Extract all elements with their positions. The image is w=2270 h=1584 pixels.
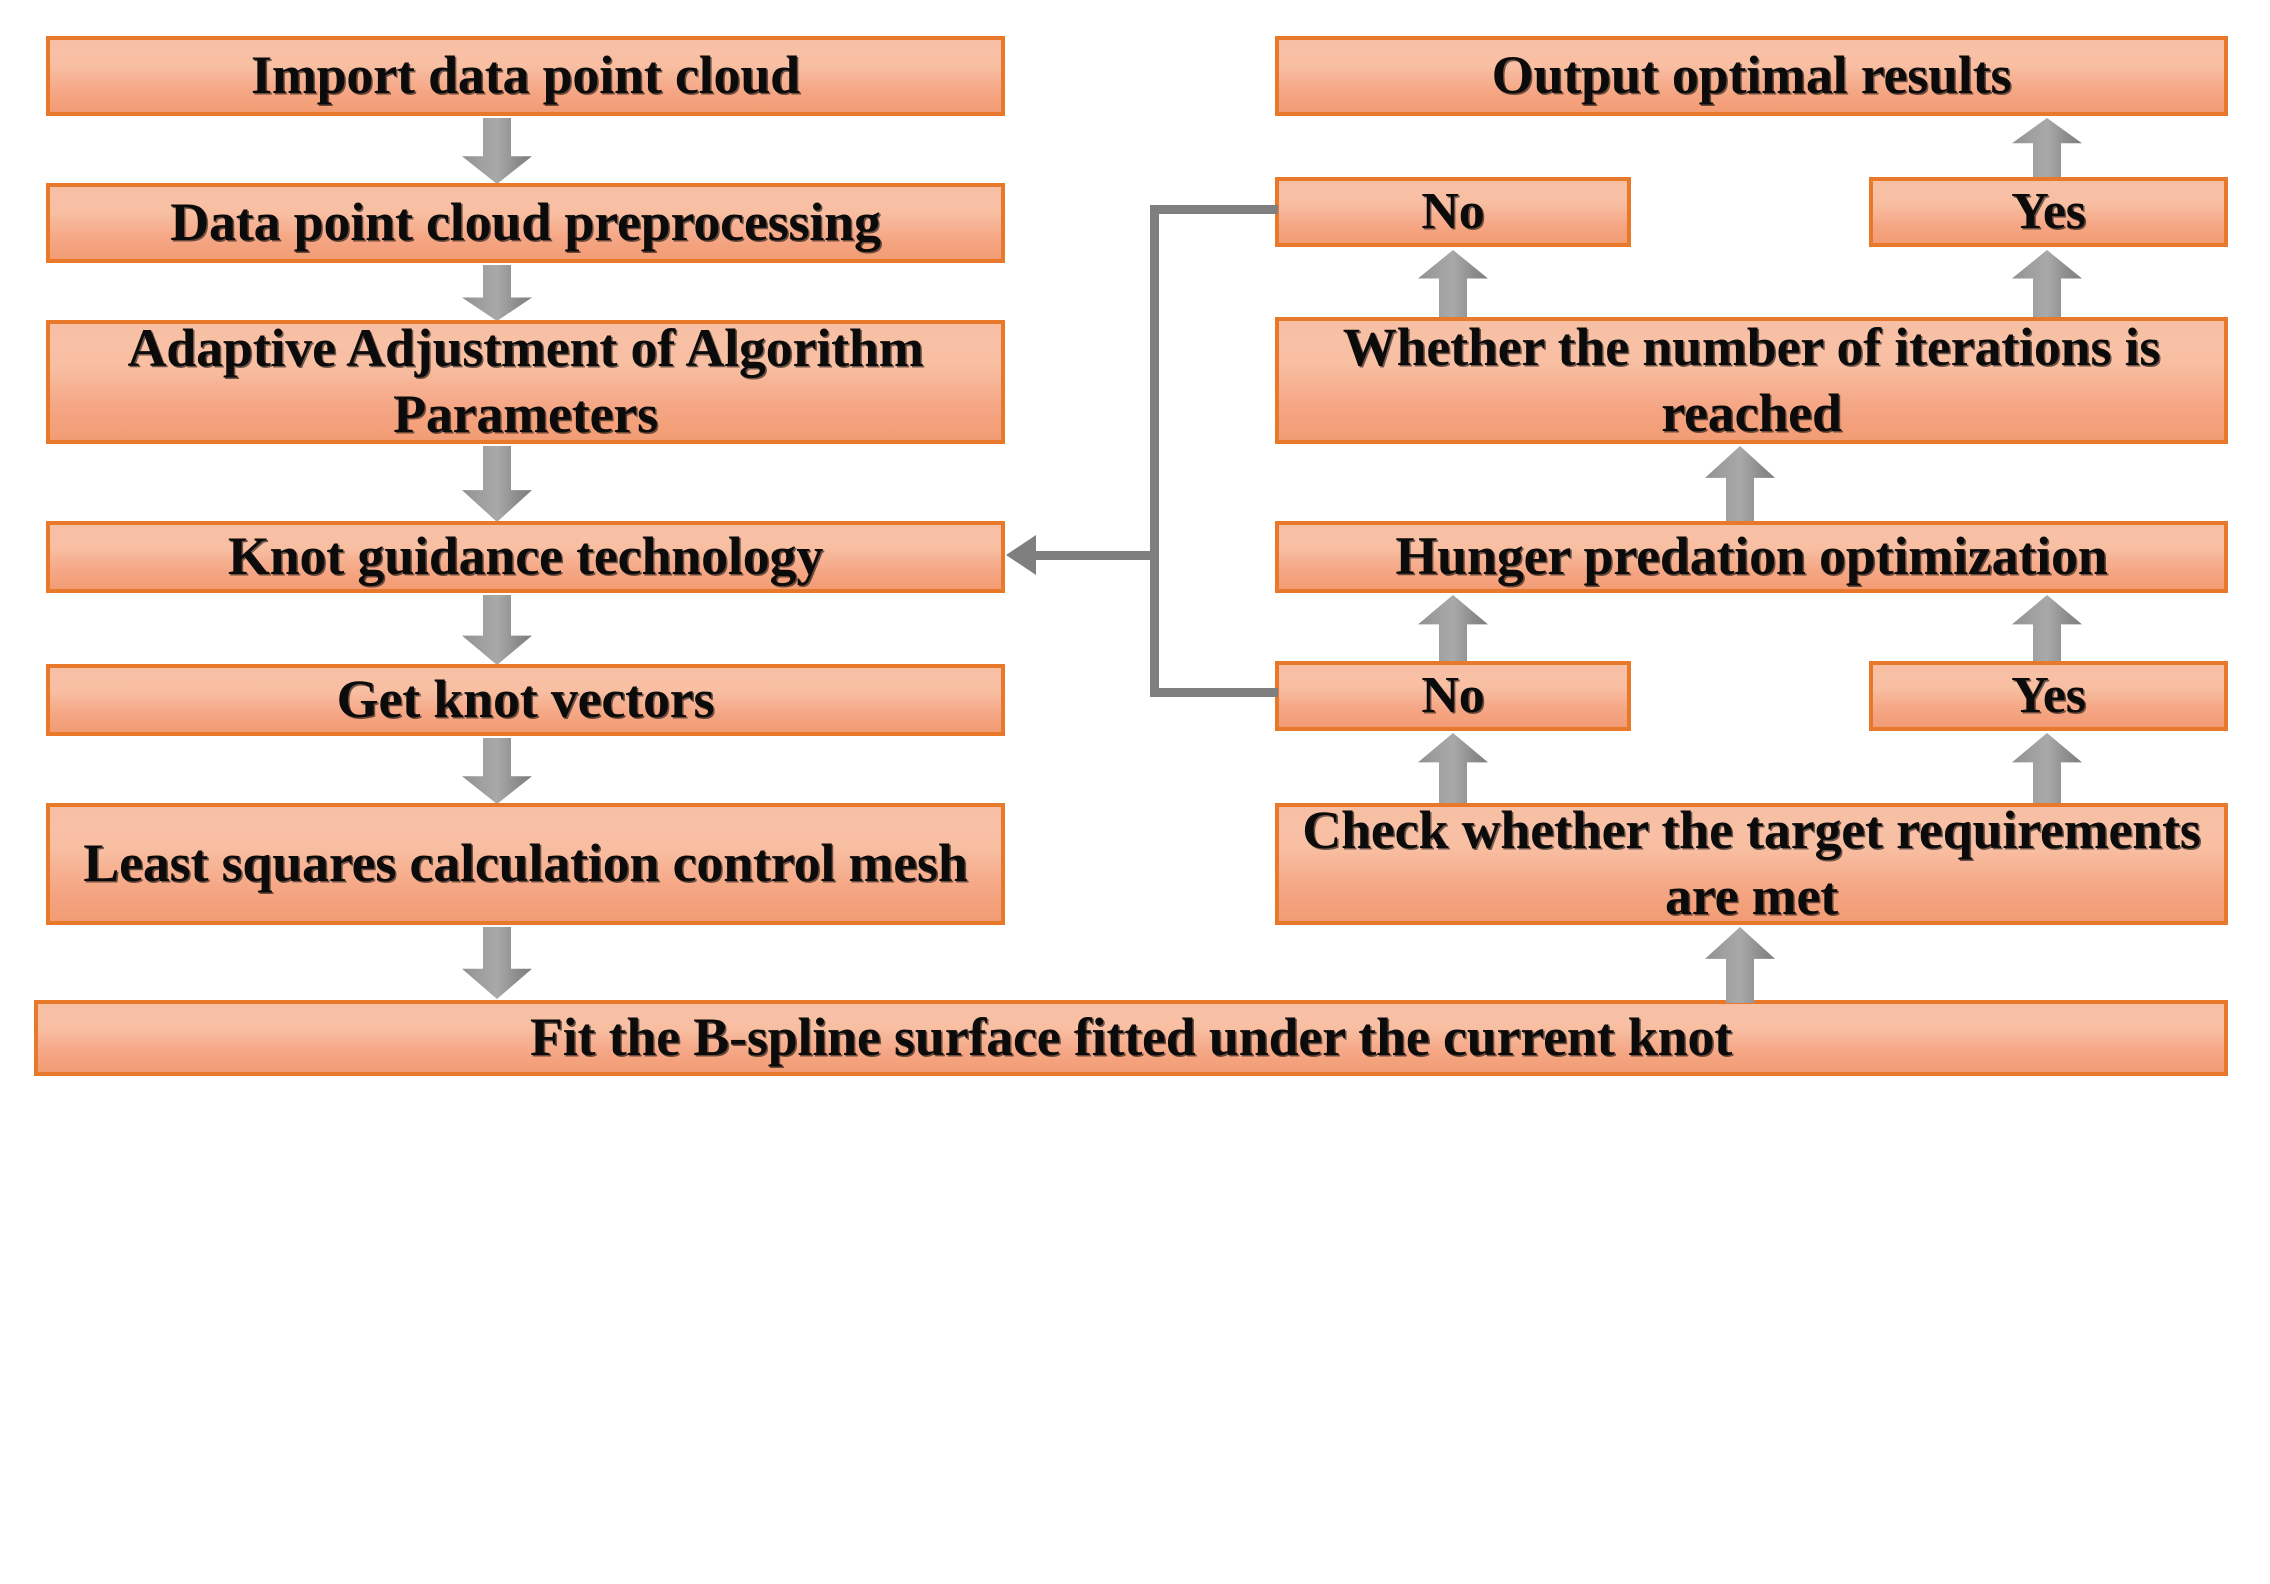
arrow-down-get-knot-vectors-to-least-squares — [462, 738, 532, 804]
arrow-down-import-to-preprocessing — [462, 118, 532, 184]
arrow-down-knot-guidance-to-get-knot-vectors — [462, 595, 532, 665]
arrow-down-adaptive-to-knot-guidance — [462, 446, 532, 522]
node-label: Data point cloud preprocessing — [170, 192, 881, 253]
node-label: Yes — [2011, 667, 2086, 725]
node-decision-yes-upper[interactable]: Yes — [1869, 177, 2228, 247]
arrow-up-hunger-to-iterations — [1705, 446, 1775, 522]
node-label: Fit the B-spline surface fitted under th… — [529, 1007, 1733, 1068]
node-knot-guidance-technology[interactable]: Knot guidance technology — [46, 521, 1005, 593]
wire-no-lower-horizontal — [1150, 688, 1278, 697]
arrow-up-iterations-to-no-upper — [1418, 250, 1488, 318]
node-least-squares-calculation-control-mesh[interactable]: Least squares calculation control mesh — [46, 803, 1005, 925]
wire-feedback-trunk-vertical — [1150, 205, 1159, 696]
arrowhead-left-into-adaptive — [1006, 535, 1036, 575]
node-decision-no-lower[interactable]: No — [1275, 661, 1631, 731]
arrow-up-no-lower-to-hunger — [1418, 595, 1488, 665]
arrow-down-preprocessing-to-adaptive — [462, 265, 532, 321]
node-get-knot-vectors[interactable]: Get knot vectors — [46, 664, 1005, 736]
node-data-point-cloud-preprocessing[interactable]: Data point cloud preprocessing — [46, 183, 1005, 263]
node-fit-b-spline-surface[interactable]: Fit the B-spline surface fitted under th… — [34, 1000, 2228, 1076]
node-label: Whether the number of iterations is reac… — [1342, 316, 2161, 443]
node-label: Output optimal results — [1491, 45, 2012, 106]
node-import-data-point-cloud[interactable]: Import data point cloud — [46, 36, 1005, 116]
arrow-down-least-squares-to-fit-surface — [462, 927, 532, 999]
node-decision-no-upper[interactable]: No — [1275, 177, 1631, 247]
node-adaptive-adjustment-of-algorithm-parameters[interactable]: Adaptive Adjustment of Algorithm Paramet… — [46, 318, 1005, 444]
node-decision-yes-lower[interactable]: Yes — [1869, 661, 2228, 731]
node-output-optimal-results[interactable]: Output optimal results — [1275, 36, 2228, 116]
arrow-up-yes-lower-to-hunger — [2012, 595, 2082, 665]
arrow-up-check-to-yes-lower — [2012, 733, 2082, 803]
node-label: Get knot vectors — [336, 669, 715, 730]
arrow-up-fit-surface-to-check-target — [1705, 927, 1775, 1003]
arrow-up-iterations-to-yes-upper — [2012, 250, 2082, 318]
node-label: No — [1421, 667, 1485, 725]
node-label: Check whether the target requirements ar… — [1302, 800, 2201, 926]
node-label: Adaptive Adjustment of Algorithm Paramet… — [127, 318, 924, 444]
node-hunger-predation-optimization[interactable]: Hunger predation optimization — [1275, 521, 2228, 593]
wire-feedback-to-adaptive-horizontal — [1035, 551, 1159, 560]
node-label: No — [1421, 183, 1485, 241]
node-label: Least squares calculation control mesh — [83, 833, 968, 894]
node-label: Yes — [2011, 183, 2086, 241]
node-label: Hunger predation optimization — [1395, 526, 2108, 587]
node-label: Import data point cloud — [251, 45, 800, 106]
node-label: Knot guidance technology — [227, 526, 824, 587]
arrow-up-check-to-no-lower — [1418, 733, 1488, 803]
wire-no-upper-horizontal — [1150, 205, 1278, 214]
node-check-target-requirements[interactable]: Check whether the target requirements ar… — [1275, 800, 2228, 926]
node-whether-iterations-reached[interactable]: Whether the number of iterations is reac… — [1275, 317, 2228, 444]
arrow-up-yes-to-output-optimal-results — [2012, 118, 2082, 178]
